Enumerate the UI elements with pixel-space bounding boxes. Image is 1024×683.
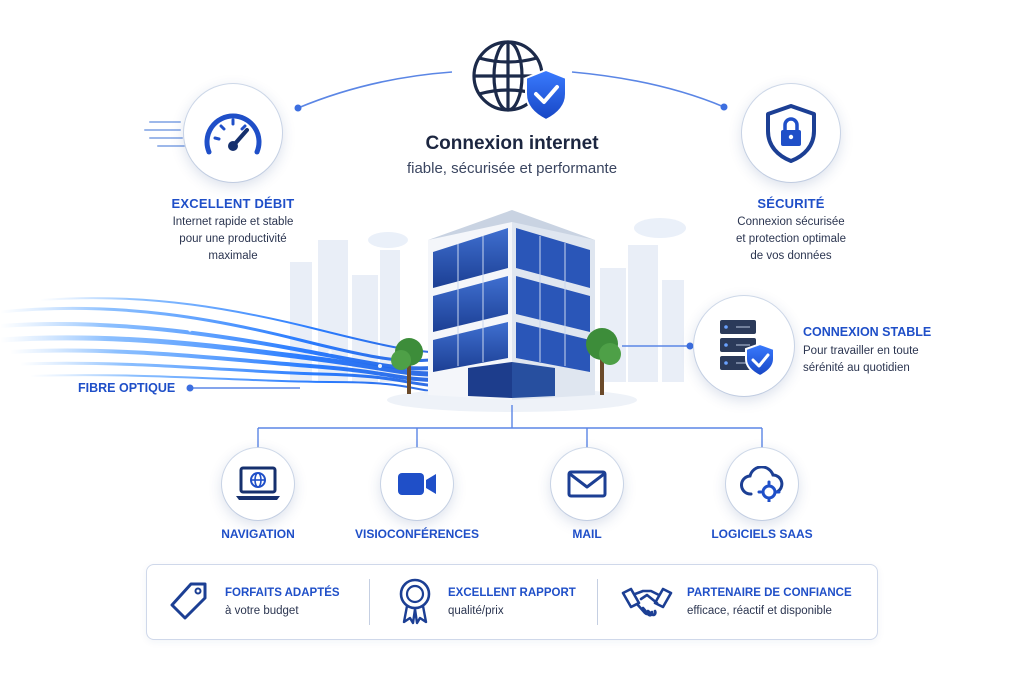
desc-line: pour une productivité: [179, 233, 287, 245]
cloud-gear-icon: [740, 466, 784, 502]
video-camera-icon: [398, 473, 436, 495]
connexion-stable-desc: Pour travailler en toute sérénité au quo…: [803, 343, 919, 377]
advantages-panel: FORFAITS ADAPTÉS à votre budget EXCELLEN…: [146, 564, 878, 640]
hero-title: Connexion internet: [425, 133, 599, 154]
fibre-optique-label: FIBRE OPTIQUE: [78, 381, 176, 395]
handshake-icon: [621, 587, 673, 617]
envelope-icon: [567, 470, 607, 498]
excellent-debit-desc: Internet rapide et stable pour une produ…: [133, 214, 333, 265]
server-circle: [694, 296, 794, 396]
speedometer-circle: [184, 84, 282, 182]
connexion-stable-title: CONNEXION STABLE: [803, 325, 932, 339]
desc-line: et protection optimale: [736, 233, 846, 245]
securite-title: SÉCURITÉ: [757, 196, 825, 211]
desc-line: Pour travailler en toute: [803, 345, 919, 357]
server-shield-icon: [720, 320, 775, 378]
advantage-partenaire-title: PARTENAIRE DE CONFIANCE: [687, 587, 852, 599]
advantage-rapport-desc: qualité/prix: [448, 605, 504, 617]
desc-line: maximale: [208, 250, 258, 262]
advantage-forfaits-desc: à votre budget: [225, 605, 299, 617]
service-mail-circle: [551, 448, 623, 520]
advantage-rapport-title: EXCELLENT RAPPORT: [448, 587, 576, 599]
service-visio-label: VISIOCONFÉRENCES: [354, 527, 480, 541]
clouds: [368, 218, 686, 248]
office-building: [387, 210, 637, 412]
service-mail-label: MAIL: [572, 527, 602, 541]
service-saas-label: LOGICIELS SAAS: [711, 527, 813, 541]
desc-line: Internet rapide et stable: [172, 216, 294, 228]
service-saas-circle: [726, 448, 798, 520]
service-navigation-circle: [222, 448, 294, 520]
desc-line: sérénité au quotidien: [803, 362, 910, 374]
desc-line: Connexion sécurisée: [737, 216, 845, 228]
excellent-debit-title: EXCELLENT DÉBIT: [171, 196, 295, 211]
speedometer-icon: [204, 113, 262, 155]
price-tag-icon: [170, 582, 207, 620]
service-navigation-label: NAVIGATION: [221, 527, 295, 541]
securite-desc: Connexion sécurisée et protection optima…: [691, 214, 891, 265]
panel-divider: [597, 579, 598, 625]
hero-subtitle: fiable, sécurisée et performante: [406, 160, 618, 177]
shield-lock-icon: [766, 104, 816, 163]
advantage-partenaire-desc: efficace, réactif et disponible: [687, 605, 832, 617]
security-circle: [742, 84, 840, 182]
globe-shield-icon: [462, 34, 572, 124]
panel-divider: [369, 579, 370, 625]
advantage-forfaits-title: FORFAITS ADAPTÉS: [225, 587, 340, 599]
desc-line: de vos données: [750, 250, 832, 262]
service-visio-circle: [381, 448, 453, 520]
award-ribbon-icon: [399, 578, 431, 625]
laptop-globe-icon: [236, 466, 280, 500]
